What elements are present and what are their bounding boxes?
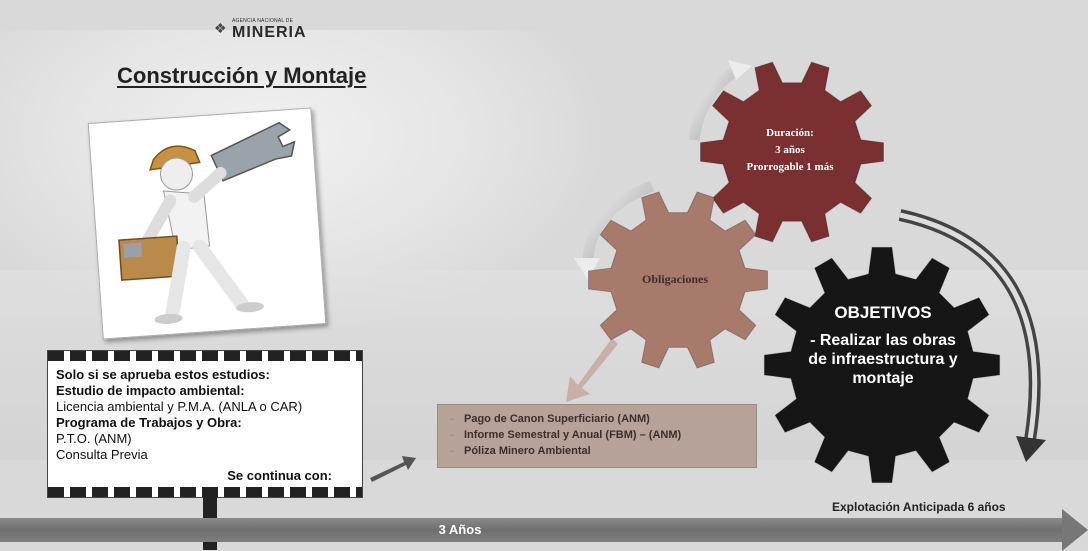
timeline-years: 3 Años (438, 522, 482, 537)
obligations-pointer-icon (566, 338, 618, 402)
gear-objetivos (763, 246, 1001, 484)
gear-duracion (700, 61, 884, 243)
hazard-stripe-bottom (48, 487, 362, 497)
duracion-text: Duración: 3 años Prorrogable 1 más (730, 125, 850, 176)
obligaciones-label: Obligaciones (641, 272, 708, 286)
logo-emblem-icon: ❖ (214, 20, 227, 36)
requirement-line: Licencia ambiental y P.M.A. (ANLA o CAR) (56, 399, 303, 414)
page-title: Construcción y Montaje (117, 63, 367, 88)
gear-shape (588, 191, 768, 369)
requirements-text: Solo si se aprueba estos estudios:Estudi… (56, 367, 354, 463)
duracion-heading: Duración: (766, 127, 814, 139)
requirement-line: Programa de Trabajos y Obra: (56, 415, 242, 430)
gear-shape (763, 246, 1001, 484)
logo-small-text: AGENCIA NACIONAL DE (232, 18, 294, 24)
duracion-extension: Prorrogable 1 más (746, 161, 834, 173)
hazard-stripe-top (48, 351, 362, 361)
duracion-years: 3 años (775, 144, 805, 156)
timeline-end-label: Explotación Anticipada 6 años (832, 500, 1006, 514)
timeline-arrow: 3 Años (0, 509, 1088, 551)
gear-shape (700, 61, 884, 243)
obligation-item: Póliza Minero Ambiental (450, 443, 756, 459)
timeline-arrowhead-icon (1062, 509, 1088, 551)
logo-name: MINERIA (232, 24, 307, 41)
obligation-item: Pago de Canon Superficiario (ANM) (450, 411, 756, 427)
timeline-bar (0, 518, 1064, 542)
requirement-line: Solo si se aprueba estos estudios: (56, 367, 270, 382)
continua-label: Se continua con: (227, 468, 332, 483)
agency-logo: ❖ AGENCIA NACIONAL DE MINERIA (214, 14, 334, 44)
cycle-arrow-left-icon (582, 180, 655, 261)
gear-obligaciones (588, 191, 768, 369)
objetivos-heading: OBJETIVOS (834, 303, 932, 322)
continue-arrow-icon (370, 456, 416, 482)
cycle-arrow-top-icon (688, 65, 741, 141)
worker-figure-icon (118, 121, 296, 324)
objetivos-text: OBJETIVOS - Realizar las obras de infrae… (808, 303, 958, 388)
worker-illustration (87, 107, 327, 340)
requirement-line: P.T.O. (ANM) (56, 431, 132, 446)
obligation-item: Informe Semestral y Anual (FBM) – (ANM) (450, 427, 756, 443)
requirement-line: Consulta Previa (56, 447, 148, 462)
obligations-list: Pago de Canon Superficiario (ANM)Informe… (437, 404, 757, 468)
objetivos-body: - Realizar las obras de infraestructura … (808, 332, 958, 387)
requirement-line: Estudio de impacto ambiental: (56, 383, 245, 398)
